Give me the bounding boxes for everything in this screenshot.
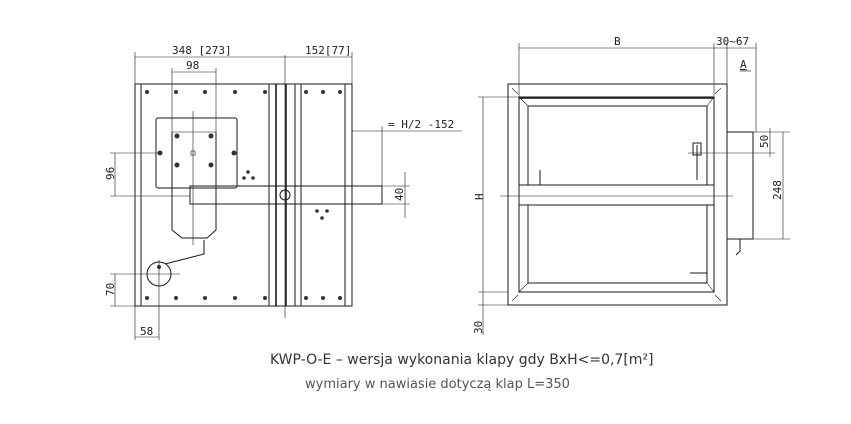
dim-248-label: 248 (771, 180, 784, 200)
dim-bottom-label: 70 (104, 283, 117, 296)
actuator-housing (726, 131, 754, 240)
side-view: B 30~67 A H 30 50 248 (472, 35, 790, 335)
side-dimensions: B 30~67 A H 30 50 248 (472, 35, 790, 335)
dim-h-label: H (473, 193, 486, 200)
dim-b-label: B (614, 35, 621, 48)
damper-casing-outline (134, 83, 353, 307)
mounting-plate (155, 117, 238, 189)
shaft-axis (279, 189, 291, 201)
dim-actuator-label: 98 (186, 59, 199, 72)
dim-width-label: 348 [273] (172, 44, 232, 57)
caption-title: KWP-O-E – wersja wykonania klapy gdy BxH… (270, 352, 654, 368)
dim-formula-label: = H/2 -152 (388, 118, 454, 131)
bolts (145, 90, 342, 300)
dim-shaft-label: 40 (393, 188, 406, 201)
lever-arm (164, 240, 205, 265)
dim-circle-offset-label: 58 (140, 325, 153, 338)
actuator-body (171, 132, 217, 239)
dim-30-label: 30 (472, 321, 485, 334)
flange-outline (507, 83, 728, 306)
caption-note: wymiary w nawiasie dotyczą klap L=350 (305, 377, 570, 392)
front-dimensions: 348 [273] 152[77] 98 96 70 58 40 = H/2 -… (104, 44, 462, 340)
label-a: A (740, 58, 747, 71)
front-view: 348 [273] 152[77] 98 96 70 58 40 = H/2 -… (104, 44, 462, 340)
dim-side-label: 152[77] (305, 44, 351, 57)
dim-50-label: 50 (758, 135, 771, 148)
blade (518, 184, 715, 206)
dim-range-label: 30~67 (716, 35, 749, 48)
dim-vertical-label: 96 (104, 167, 117, 180)
